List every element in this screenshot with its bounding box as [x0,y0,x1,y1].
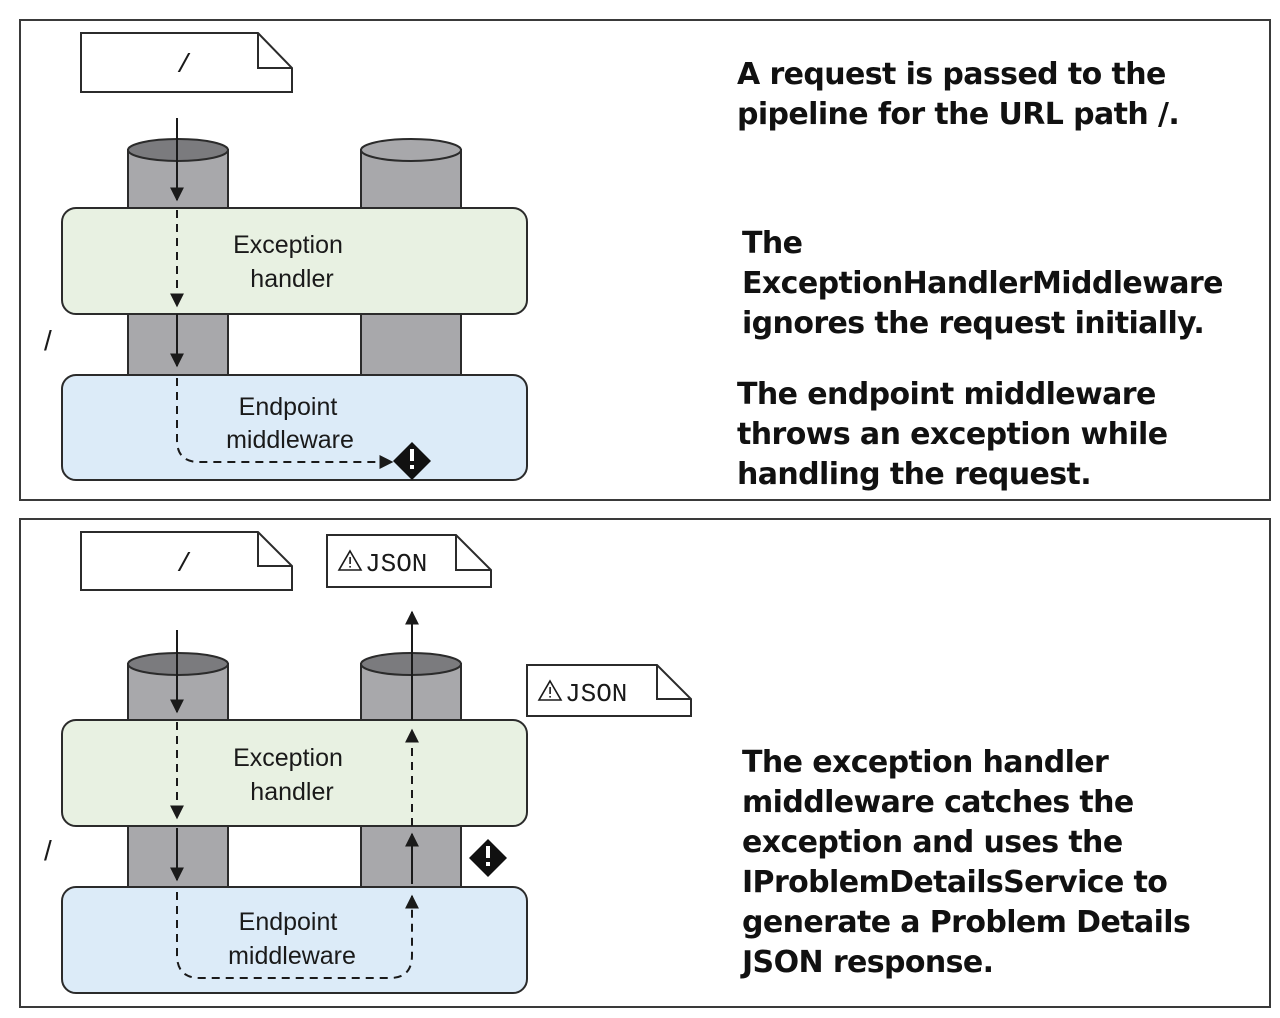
side-slash: / [44,325,52,356]
response-flow-arrows-bottom [176,610,419,979]
json-document-top-label: JSON [365,549,427,579]
side-slash-bottom: / [44,835,52,866]
warning-triangle-icon [337,549,363,571]
request-document: / [80,32,293,93]
json-response-document-side: JSON [526,664,692,717]
endpoint-middleware-label-line1: Endpoint [239,393,338,421]
callout-endpoint-throws: The endpoint middleware throws an except… [737,377,1168,492]
exception-handler-bottom-label-line1: Exception [233,744,343,772]
warning-triangle-icon [537,679,563,701]
request-flow-arrows [170,118,394,469]
exception-marker-icon [469,839,507,877]
exception-handler-label-line1: Exception [233,231,343,259]
exception-handler-label-line2: handler [250,265,333,293]
request-document-label: / [176,50,192,80]
endpoint-middleware-box: Endpoint middleware [61,374,528,481]
request-document-bottom: / [80,531,293,591]
callout-exception-handler-ignores: The ExceptionHandlerMiddleware ignores t… [742,226,1223,341]
endpoint-middleware-bottom-label-line2: middleware [228,942,356,970]
exception-marker-icon [393,442,431,480]
callout-request-passed: A request is passed to the pipeline for … [737,57,1180,132]
exception-handler-box-bottom: Exception handler [61,719,528,827]
exception-handler-bottom-label-line2: handler [250,778,333,806]
exception-handler-box: Exception handler [61,207,528,315]
endpoint-middleware-label-line2: middleware [226,426,354,454]
request-document-bottom-label: / [176,549,192,579]
json-response-document-top: JSON [326,534,492,588]
endpoint-middleware-bottom-label-line1: Endpoint [239,908,338,936]
json-document-side-label: JSON [565,679,627,709]
endpoint-middleware-box-bottom: Endpoint middleware [61,886,528,994]
callout-exception-caught: The exception handler middleware catches… [742,745,1191,980]
